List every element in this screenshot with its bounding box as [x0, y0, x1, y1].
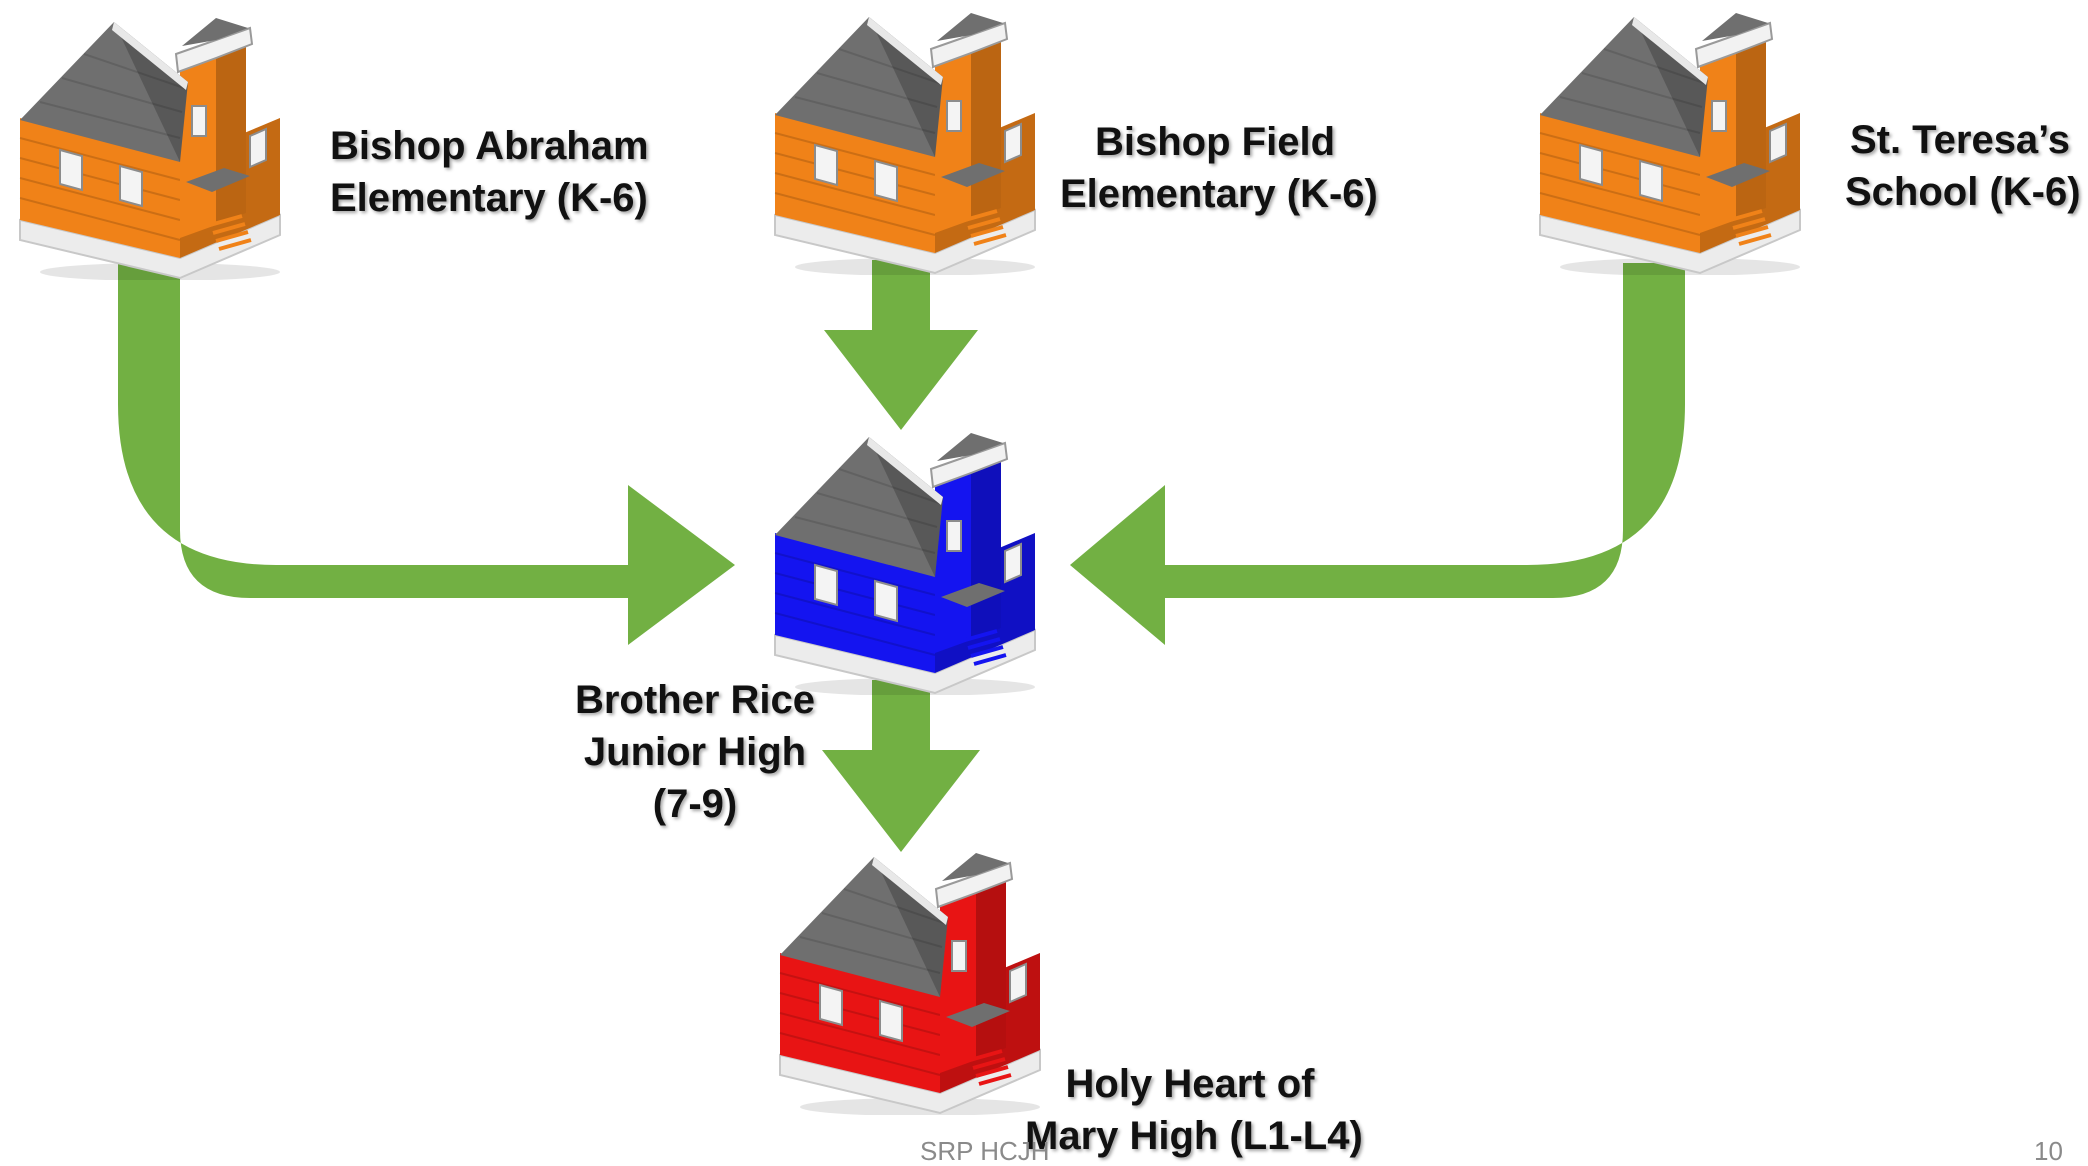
label-line: Bishop Field: [1095, 120, 1335, 164]
school-house-rice-icon: [773, 431, 1037, 695]
arrow-rice-to-holyheart: [822, 680, 980, 852]
label-line: Elementary (K-6): [1060, 172, 1378, 216]
label-line: Elementary (K-6): [330, 176, 648, 220]
school-house-teresa-icon: [1538, 11, 1802, 275]
school-house-holyheart-icon: [778, 851, 1042, 1115]
page-number: 10: [2034, 1136, 2063, 1166]
footer-text: SRP HCJH: [920, 1136, 1050, 1166]
arrow-teresa-to-rice: [1070, 263, 1685, 645]
label-holy-heart: Holy Heart of Mary High (L1-L4): [1025, 1058, 1363, 1162]
school-house-field-icon: [773, 11, 1037, 275]
label-line: Holy Heart of: [1065, 1062, 1315, 1106]
label-line: (7-9): [652, 782, 738, 826]
label-line: School (K-6): [1845, 170, 2081, 214]
label-line: Bishop Abraham: [330, 124, 649, 168]
label-bishop-field: Bishop Field Elementary (K-6): [1060, 116, 1378, 220]
label-bishop-abraham: Bishop Abraham Elementary (K-6): [330, 120, 649, 224]
label-brother-rice: Brother Rice Junior High (7-9): [565, 674, 825, 830]
label-line: Mary High (L1-L4): [1025, 1114, 1363, 1158]
arrows-layer: [118, 258, 1685, 852]
school-house-abraham-icon: [18, 16, 282, 280]
label-line: Brother Rice: [574, 678, 816, 722]
arrow-abraham-to-rice: [118, 258, 735, 645]
label-st-teresas: St. Teresa’s School (K-6): [1845, 114, 2081, 218]
arrow-field-to-rice: [824, 260, 978, 430]
label-line: Junior High: [583, 730, 807, 774]
label-line: St. Teresa’s: [1849, 118, 2071, 162]
